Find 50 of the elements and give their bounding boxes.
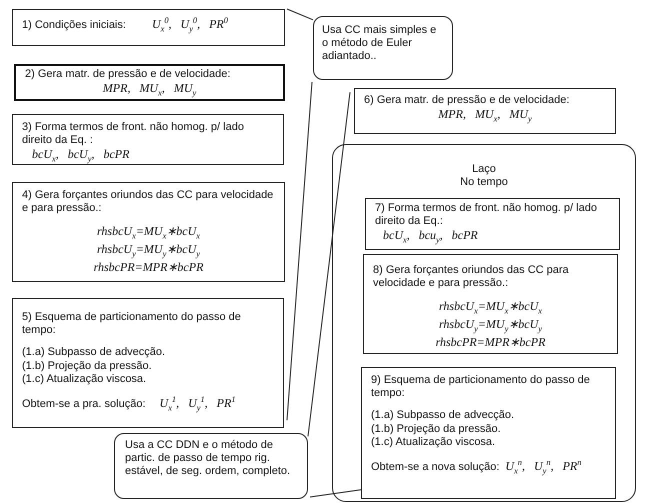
step-text: (1.b) Projeção da pressão. [371,422,502,436]
step-text: 1) Condições iniciais: [22,19,126,32]
step-text: 9) Esquema de particionamento do passo de tempo: [371,374,591,400]
process-box [12,298,284,428]
step-text: (1.b) Projeção da pressão. [22,360,153,373]
process-box [12,114,284,165]
step-text: (1.c) Atualização viscosa. [22,372,148,386]
loop-label: No tempo [459,176,509,190]
formula: U$_{x}$$^{0}$, U$_{y}$$^{0}$, PR$^{0}$ [152,16,228,35]
callout-text: Usa a CC DDN e o método de partic. de passo de tempo rig. estável, de seg. ordem, completo. [125,439,292,479]
formula: MPR, MU$_{x}$, MU$_{y}$ [102,81,198,100]
process-box [365,198,620,250]
step-text: 8) Gera forçantes oriundos das CC para velocidade e para pressão.: [373,264,570,290]
formula: rhsbcU$_{x}$=MU$_{x}$∗bcU$_{x}$ [438,299,544,318]
step-text: 4) Gera forçantes oriundos das CC para velocidade e para pressão.: [22,189,274,216]
process-box [12,182,285,282]
step-text: (1.a) Subpasso de advecção. [371,409,516,423]
step-text: (1.c) Atualização viscosa. [371,436,496,449]
step-text: Obtem-se a pra. solução: [22,398,146,412]
formula: MPR, MU$_{x}$, MU$_{y}$ [437,107,533,126]
formula: rhsbcPR=MPR∗bcPR [434,335,546,350]
step-text: (1.a) Subpasso de advecção. [22,346,166,360]
process-box [354,88,616,134]
step-text: 5) Esquema de particionamento do passo de tempo: [22,311,242,338]
callout-bubble [313,16,453,80]
formula: rhsbcPR=MPR∗bcPR [92,260,204,276]
process-box [14,64,285,101]
step-text: 3) Forma termos de front. não homog. p/ lado direito da Eq. : [22,121,245,148]
step-text: 7) Forma termos de front. não homog. p/ lado direito da Eq.: [375,202,598,228]
process-box [12,9,285,46]
formula: U$_{x}$$^{n}$, U$_{y}$$^{n}$, PR$^{n}$ [505,458,582,477]
formula: rhsbcU$_{y}$=MU$_{y}$∗bcU$_{y}$ [438,317,544,336]
formula: rhsbcU$_{x}$=MU$_{x}$∗bcU$_{x}$ [96,224,202,242]
leader-line [310,489,362,498]
leader-line [308,92,350,437]
formula: bcU$_{x}$, bcU$_{y}$, bcPR [32,147,130,166]
process-box [363,254,618,354]
formula: bcU$_{x}$, bcu$_{y}$, bcPR [383,228,478,246]
formula: U$_{x}$$^{1}$, U$_{y}$$^{1}$, PR$^{1}$ [160,394,236,414]
loop-label: Laço [471,163,497,176]
step-text: Obtem-se a nova solução: [371,460,500,474]
formula: rhsbcU$_{y}$=MU$_{y}$∗bcU$_{y}$ [96,242,202,260]
process-box [361,367,616,499]
leader-line [286,82,312,421]
leader-line [286,8,314,20]
step-text: 2) Gera matr. de pressão e de velocidade: [25,68,232,82]
callout-text: Usa CC mais simples e o método de Euler adiantado.. [322,24,438,64]
callout-bubble [114,433,308,499]
step-text: 6) Gera matr. de pressão e de velocidade: [364,94,570,108]
loop-container [332,144,636,502]
